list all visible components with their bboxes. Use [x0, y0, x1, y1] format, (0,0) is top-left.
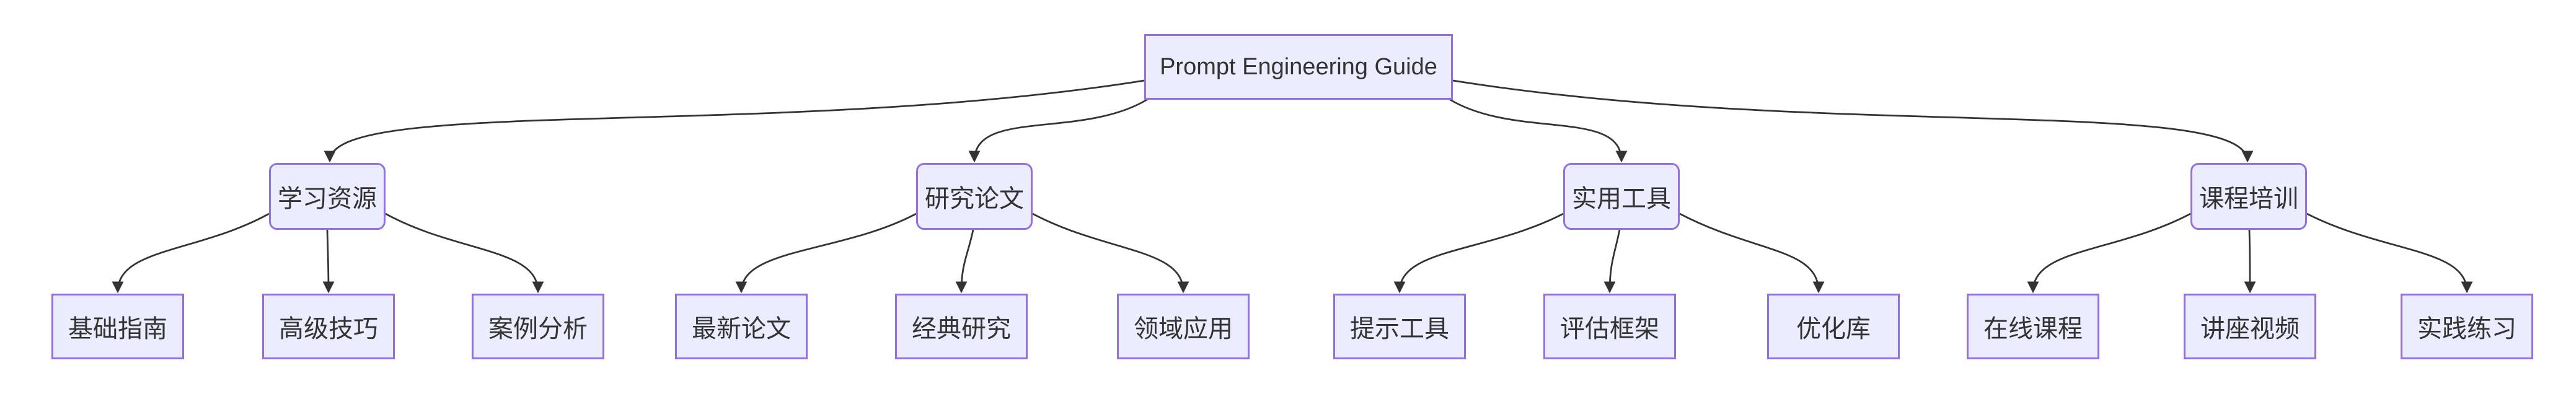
edge-practical-tools-to-prompt-tools — [1393, 212, 1564, 294]
node-latest-papers: 最新论文 — [675, 294, 808, 359]
node-advanced-techniques: 高级技巧 — [262, 294, 395, 359]
edge-learning-resources-to-basic-guide — [112, 212, 270, 294]
edge-practical-tools-to-evaluation-frameworks — [1603, 229, 1621, 294]
node-learning-resources: 学习资源 — [269, 163, 386, 230]
edge-root-to-learning-resources — [324, 79, 1145, 163]
node-prompt-tools: 提示工具 — [1333, 294, 1466, 359]
node-lecture-videos: 讲座视频 — [2184, 294, 2316, 359]
node-practice-exercises: 实践练习 — [2401, 294, 2533, 359]
edge-practical-tools-to-optimization-libraries — [1679, 212, 1825, 294]
node-domain-applications: 领域应用 — [1117, 294, 1250, 359]
edge-root-to-courses-training — [1452, 79, 2254, 163]
node-prompt-engineering-guide: Prompt Engineering Guide — [1144, 34, 1453, 100]
edge-root-to-research-papers — [968, 98, 1149, 163]
node-evaluation-frameworks: 评估框架 — [1543, 294, 1676, 359]
edge-courses-training-to-practice-exercises — [2306, 212, 2473, 294]
edge-learning-resources-to-case-analysis — [385, 212, 544, 294]
node-online-courses: 在线课程 — [1967, 294, 2099, 359]
node-basic-guide: 基础指南 — [51, 294, 184, 359]
edge-courses-training-to-online-courses — [2027, 212, 2191, 294]
node-optimization-libraries: 优化库 — [1767, 294, 1900, 359]
node-case-analysis: 案例分析 — [472, 294, 604, 359]
edge-root-to-practical-tools — [1449, 98, 1628, 163]
edge-research-papers-to-domain-applications — [1032, 212, 1189, 294]
node-courses-training: 课程培训 — [2190, 163, 2307, 230]
node-practical-tools: 实用工具 — [1563, 163, 1680, 230]
node-research-papers: 研究论文 — [916, 163, 1033, 230]
edge-research-papers-to-classic-research — [955, 229, 974, 294]
edge-learning-resources-to-advanced-techniques — [322, 229, 335, 294]
node-classic-research: 经典研究 — [895, 294, 1028, 359]
edge-research-papers-to-latest-papers — [735, 212, 917, 294]
edge-courses-training-to-lecture-videos — [2244, 229, 2256, 294]
